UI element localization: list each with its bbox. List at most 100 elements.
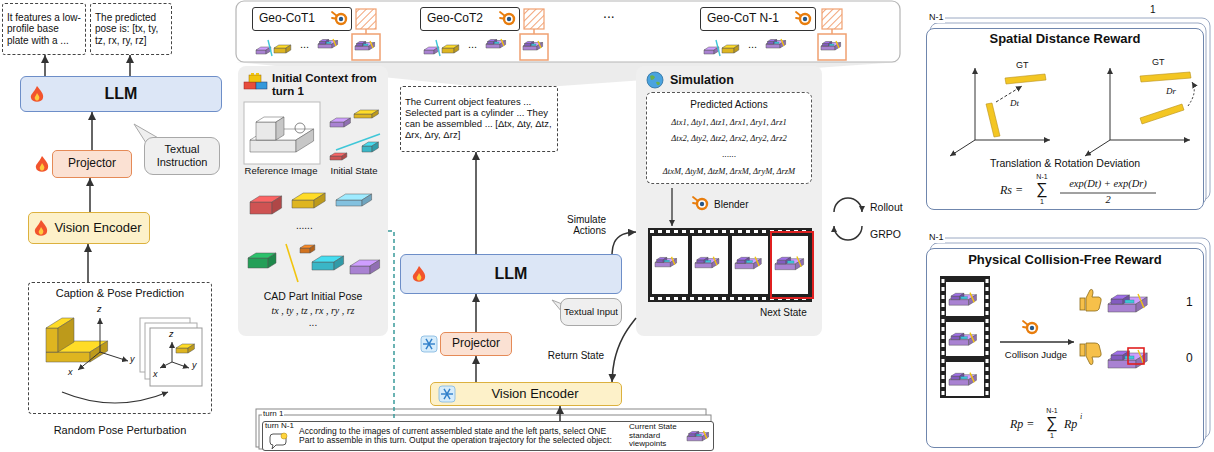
axis-line [100, 352, 128, 361]
figure-label: tx , ty , tz , rx , ry , rz [238, 305, 388, 316]
flow-arrow [475, 294, 477, 332]
sprocket-hole [706, 230, 710, 233]
collision-mark [1128, 348, 1144, 364]
simulate-arrow [612, 232, 636, 254]
gt-bar [1140, 72, 1191, 82]
instruction-bubble: Textual Instruction [144, 137, 220, 175]
thumb-hand [1086, 289, 1101, 311]
axis-line [172, 342, 173, 362]
cycle-arrow [834, 198, 862, 212]
block-side [362, 194, 372, 206]
axis-line [100, 318, 101, 352]
blender-icon [332, 12, 346, 24]
fire-icon [31, 86, 43, 102]
node-title: Projector [57, 157, 127, 171]
block-front [176, 348, 188, 353]
render-arrow [671, 188, 672, 226]
part-rod [970, 293, 974, 303]
part-bar [787, 261, 794, 263]
figure-label: N-1 [928, 13, 945, 23]
geo-cot-box: Geo-CoT1 [252, 7, 352, 31]
snow-ray [426, 339, 432, 349]
icon-svg [269, 433, 287, 450]
part-bar [327, 42, 332, 44]
assembly-render [523, 41, 543, 50]
figure-label: ∑ [1034, 180, 1050, 198]
panel-fill [238, 66, 388, 336]
hatched-slot [524, 9, 544, 29]
speech-icon [270, 433, 287, 449]
block-front [46, 352, 90, 362]
sprocket-hole [986, 287, 989, 291]
sprocket-hole [666, 297, 670, 300]
block-front [735, 263, 754, 268]
block-side [188, 344, 194, 353]
block-front [775, 264, 795, 270]
gt-bar [1005, 74, 1046, 84]
part-bar [961, 377, 967, 379]
lego-icon [244, 73, 267, 89]
node-title: According to the images of current assem… [299, 427, 621, 445]
snow-icon [421, 336, 437, 352]
sprocket-hole [762, 297, 766, 300]
icon-svg [646, 71, 664, 89]
block-front [1108, 304, 1136, 312]
figure-label: x [68, 368, 73, 378]
node-title: Vision Encoder [51, 221, 145, 236]
icon-svg [499, 9, 519, 29]
block-side [370, 260, 380, 274]
figure-label: 1 [1186, 296, 1193, 309]
part-bar [364, 44, 369, 46]
block-front [949, 380, 969, 386]
part-block [176, 344, 194, 353]
edge-label: Return State [546, 350, 604, 361]
axis-line [1085, 140, 1110, 156]
sprocket-hole [942, 343, 945, 347]
block-front [704, 50, 714, 54]
sprocket-hole [698, 297, 702, 300]
sprocket-hole [674, 230, 678, 233]
flame-inner [417, 273, 422, 281]
block-front [655, 262, 670, 266]
film-frame [946, 322, 984, 356]
assembly-render [1108, 294, 1147, 312]
flow-arrow [91, 112, 93, 150]
sprocket-hole [942, 335, 945, 339]
panel-fill [926, 248, 1204, 448]
part-bar [961, 337, 967, 339]
block-front [256, 50, 266, 54]
brick [256, 82, 267, 89]
block-front [768, 42, 774, 45]
part-block [354, 110, 378, 118]
sprocket-hole [942, 287, 945, 291]
part-rod [755, 257, 759, 266]
return-arrow [612, 318, 636, 382]
block-front [318, 44, 332, 48]
figure-label: z [169, 330, 174, 340]
snow-icon [439, 386, 455, 402]
block-side [372, 110, 378, 118]
icon-svg [795, 9, 815, 29]
flame-outer [413, 266, 425, 282]
block-front [320, 42, 326, 45]
axis-line [1110, 68, 1111, 140]
figure-label: 1 [1150, 4, 1156, 15]
reward-panel: Spatial Distance Reward [926, 28, 1204, 210]
blender-ring [1027, 323, 1037, 333]
flow-arrow [44, 55, 46, 76]
part-rod [1138, 350, 1144, 364]
sprocket-hole [986, 359, 989, 363]
block-front [695, 263, 712, 268]
block-side [314, 193, 325, 208]
sprocket-hole [722, 297, 726, 300]
block-front [330, 122, 344, 127]
prompt-box: According to the images of current assem… [262, 421, 714, 451]
block-front [488, 42, 494, 45]
part-bar [775, 42, 780, 44]
block-front [46, 328, 58, 352]
block-front [525, 44, 531, 47]
sprocket-hole [746, 297, 750, 300]
figure-label: Initial State [322, 166, 386, 176]
llm-box: LLM [20, 76, 222, 112]
assembly-render [695, 257, 719, 268]
